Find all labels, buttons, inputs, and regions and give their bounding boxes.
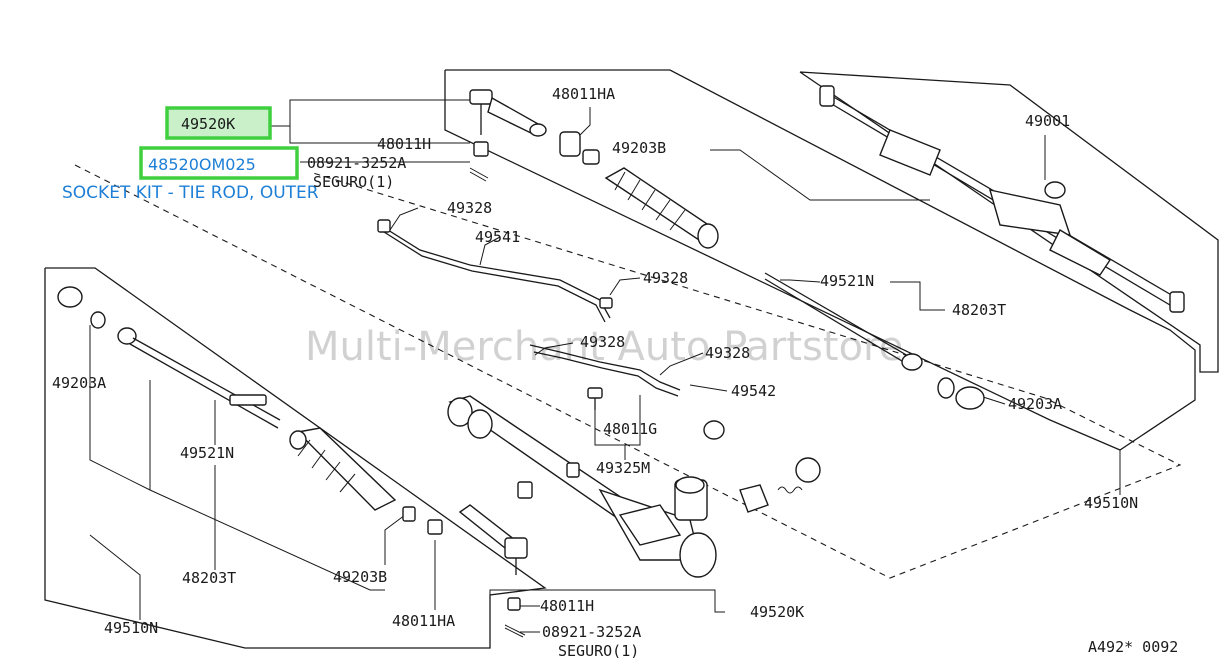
- pipe-49542: [529, 344, 681, 397]
- label-48011G: 48011G: [603, 420, 657, 438]
- label-49203B-bottom: 49203B: [333, 568, 387, 586]
- leader-49203B-top: [710, 149, 930, 201]
- part-description: SOCKET KIT - TIE ROD, OUTER: [62, 183, 319, 203]
- pipe-49541: [377, 219, 613, 323]
- label-48011H-bottom: 48011H: [540, 597, 594, 615]
- leader-49520K-bottom: [489, 589, 725, 648]
- label-49510N-left: 49510N: [104, 619, 158, 637]
- leader-49203B-bottom: [384, 514, 406, 565]
- label-49001: 49001: [1025, 112, 1070, 130]
- fitting-mid: [566, 462, 580, 478]
- label-49203A-right: 49203A: [1008, 395, 1062, 413]
- boot-top: [604, 167, 719, 249]
- seal-48011G: [703, 420, 725, 440]
- leader-49541: [479, 236, 501, 266]
- nut-48011HA-bottom: [427, 519, 443, 535]
- leader-48011H-top: [289, 126, 470, 144]
- nut-48011H-top: [473, 141, 489, 157]
- leader-49328-a: [389, 207, 419, 231]
- label-49328-c: 49328: [580, 333, 625, 351]
- label-08921-top: 08921-3252A: [307, 154, 406, 172]
- fitting-left: [517, 481, 533, 499]
- leader-49521N-right: [780, 279, 821, 283]
- leader-48011G: [594, 395, 641, 446]
- label-49541: 49541: [475, 228, 520, 246]
- cotter-pin-top: [469, 167, 489, 182]
- leader-49328-b: [609, 277, 641, 296]
- highlight-oem-number[interactable]: 48520OM025: [148, 155, 256, 174]
- boot-left: [289, 427, 397, 511]
- tie-rod-end-bottom: [458, 504, 528, 575]
- rack-assembly-49001: [819, 85, 1185, 313]
- clamp-49203B-bottom: [402, 506, 416, 522]
- tie-rod-end-top: [469, 89, 547, 137]
- label-seguro-bottom: SEGURO(1): [558, 642, 639, 660]
- label-08921-bottom: 08921-3252A: [542, 623, 641, 641]
- highlight-label-49520K[interactable]: 49520K: [181, 115, 235, 133]
- frame-right-assembly: [799, 71, 1219, 373]
- clamp-49203A-right: [937, 377, 985, 410]
- leader-49520K-top: [270, 99, 470, 127]
- leader-49510N-left: [89, 534, 141, 620]
- inner-tie-rod-left: [117, 327, 281, 429]
- label-49328-d: 49328: [705, 344, 750, 362]
- rack-housing: [447, 395, 717, 578]
- cotter-pin-bottom: [504, 624, 526, 638]
- leader-49328-d: [659, 352, 704, 376]
- label-48011H-top: 48011H: [377, 135, 431, 153]
- label-48011HA-bottom: 48011HA: [392, 612, 455, 630]
- highlight-box-oem-number[interactable]: [139, 146, 299, 180]
- highlight-box-49520K[interactable]: [165, 106, 272, 140]
- label-49510N-right: 49510N: [1084, 494, 1138, 512]
- label-49325M: 49325M: [596, 459, 650, 477]
- boot-clamp-49203B-top: [559, 131, 600, 165]
- label-seguro-top: SEGURO(1): [313, 173, 394, 191]
- frame-dashed-outline: [74, 164, 1182, 579]
- nut-48011H-bottom: [507, 597, 521, 611]
- leader-49542: [689, 384, 728, 392]
- label-48203T-left: 48203T: [182, 569, 236, 587]
- label-48203T-right: 48203T: [952, 301, 1006, 319]
- label-49520K-bottom: 49520K: [750, 603, 804, 621]
- label-49203A-left: 49203A: [52, 374, 106, 392]
- label-49203B-top: 49203B: [612, 139, 666, 157]
- label-49521N-right: 49521N: [820, 272, 874, 290]
- inner-tie-rod-right: [764, 272, 923, 371]
- frame-top-assembly: [444, 69, 1196, 451]
- reference-code: A492* 0092: [1088, 638, 1178, 656]
- watermark: Multi-Merchant Auto Partstore: [305, 324, 903, 370]
- adjuster-parts: [739, 457, 821, 513]
- label-48011HA-top: 48011HA: [552, 85, 615, 103]
- leader-48203T-right: [890, 281, 945, 311]
- label-49328-b: 49328: [643, 269, 688, 287]
- label-49521N-left: 49521N: [180, 444, 234, 462]
- label-49542: 49542: [731, 382, 776, 400]
- clamp-49203A-left: [57, 286, 106, 329]
- bolt-48011G: [587, 387, 603, 399]
- label-49328-a: 49328: [447, 199, 492, 217]
